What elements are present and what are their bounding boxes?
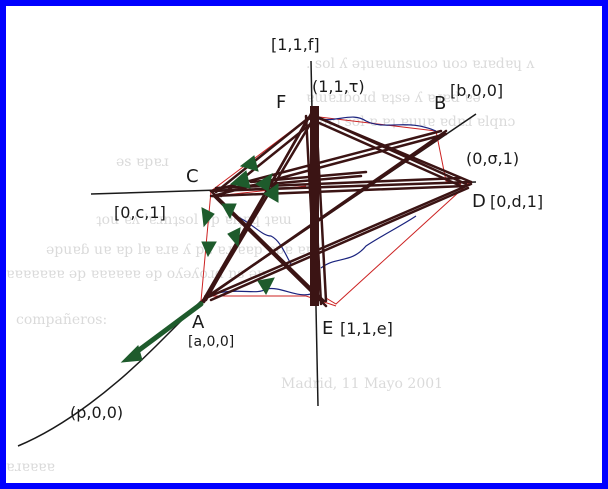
label-f-coord: [1,1,f] <box>271 35 320 54</box>
paper-sheet: . sol ʎ əʇuɐɯnsuoɔ uoɔ ɐɹɐdɐɥ ʌ ɐɯɐɹɓoɹd… <box>6 6 602 483</box>
green-arrowhead-3 <box>255 172 273 192</box>
green-arrow-shaft-a <box>128 301 204 359</box>
bleed-through-text: . sol ʎ əʇuɐɯnsuoɔ uoɔ ɐɹɐdɐɥ ʌ ɐɯɐɹɓoɹd… <box>6 56 535 475</box>
projective-diagram: . sol ʎ əʇuɐɯnsuoɔ uoɔ ɐɹɐdɐɥ ʌ ɐɯɐɹɓoɹd… <box>6 35 543 475</box>
point-labels: [1,1,f] F (1,1,τ) B [b,0,0] C [0,c,1] (0… <box>70 35 543 422</box>
green-arrowhead-1 <box>239 155 259 172</box>
bleed-line-7: ɐɐɐɐɐɐɐ ǝp ɐɐɐɐɐɐ ǝp oʎǝʎoɹd ns ǝp <box>6 266 266 282</box>
green-arrowhead-a <box>120 345 143 363</box>
bleed-line-8: compañeros: <box>16 312 107 328</box>
bleed-line-1: . sol ʎ əʇuɐɯnsuoɔ uoɔ ɐɹɐdɐɥ ʌ <box>306 56 535 72</box>
label-a: A <box>192 312 205 333</box>
bleed-line-9: Madrid, 11 Mayo 2001 <box>281 376 443 392</box>
label-a-coord: [a,0,0] <box>188 334 234 350</box>
green-arrowhead-6 <box>201 207 215 228</box>
label-p-coord: (p,0,0) <box>70 403 123 422</box>
label-e: E <box>322 318 333 339</box>
label-c-coord: [0,c,1] <box>114 203 166 222</box>
bleed-line-4: ǝs ɐpɐɹ <box>116 154 169 170</box>
bleed-line-2: ɐɯɐɹɓoɹd ɐʇsə ʎ ɐɹɐd ɐǝ <box>306 90 481 106</box>
green-arrowhead-5 <box>221 203 237 220</box>
bleed-line-10: ɐɹɐɐɐɐ <box>6 459 55 475</box>
green-arrowhead-9 <box>257 277 275 296</box>
label-d-alt: (0,σ,1) <box>466 149 519 168</box>
label-b: B <box>434 93 446 114</box>
green-arrowhead-8 <box>201 241 217 258</box>
label-d-coord: [0,d,1] <box>490 192 543 211</box>
green-arrowhead-7 <box>227 227 241 248</box>
label-f-alt: (1,1,τ) <box>312 77 365 96</box>
green-arrowhead-2 <box>229 170 251 189</box>
label-b-coord: [b,0,0] <box>450 81 503 100</box>
bleed-line-6: ǝpuɐɓ uɐ ɐp lɐ ɐɹɐ ʎ pɐ ɐɹ ɐɐp ɐpɐ ɐɐ <box>46 242 314 258</box>
label-d: D <box>472 191 486 212</box>
green-arrowhead-4 <box>263 183 279 203</box>
label-e-coord: [1,1,e] <box>340 319 393 338</box>
green-arrows <box>120 155 279 363</box>
label-f: F <box>276 92 286 113</box>
thick-vertical-bar <box>310 106 319 306</box>
label-c: C <box>186 166 199 187</box>
